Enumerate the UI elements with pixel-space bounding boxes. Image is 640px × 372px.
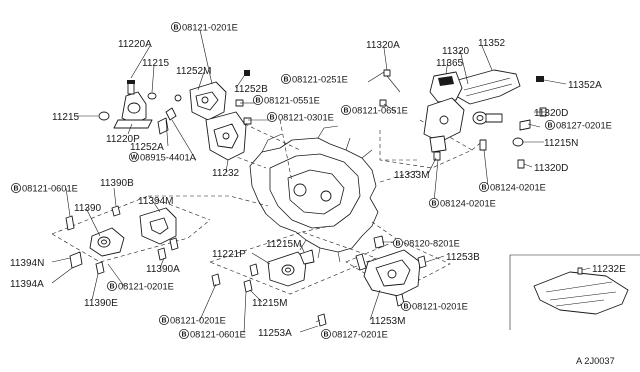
- rear-mount-assembly: [379, 69, 547, 169]
- svg-text:B: B: [173, 25, 178, 32]
- fastener-code-08121-0201E-top: B 08121-0201E: [170, 21, 238, 33]
- label-11320A: 11320A: [366, 40, 400, 51]
- label-11252B: 11252B: [234, 84, 268, 95]
- label-11394M: 11394M: [138, 196, 173, 207]
- label-11232: 11232: [212, 168, 240, 179]
- label-11215-left: 11215: [52, 112, 80, 123]
- label-11252M: 11252M: [176, 66, 211, 77]
- svg-text:W: W: [131, 155, 138, 162]
- svg-text:B: B: [109, 284, 114, 291]
- svg-text:B: B: [283, 77, 288, 84]
- svg-text:08121-0251E: 08121-0251E: [292, 75, 348, 85]
- label-11221P: 11221P: [212, 249, 246, 260]
- fastener-code-08127-0201E-upper: B 08127-0201E: [545, 120, 612, 131]
- svg-text:08124-0201E: 08124-0201E: [440, 199, 496, 209]
- fastener-code-08121-0251E: B 08121-0251E: [280, 74, 348, 85]
- svg-text:08120-8201E: 08120-8201E: [404, 239, 460, 249]
- label-11333M: 11333M: [394, 170, 429, 181]
- label-11390A: 11390A: [146, 264, 180, 275]
- leader-lines: [51, 29, 591, 334]
- svg-text:08915-4401A: 08915-4401A: [140, 153, 197, 163]
- fastener-codes: B 08121-0201E B 08121-0551E B 08121-0301…: [10, 21, 612, 340]
- label-11253M: 11253M: [370, 316, 405, 327]
- fastener-code-08124-0201E-right: B 08124-0201E: [478, 181, 546, 193]
- label-11253B: 11253B: [446, 252, 480, 263]
- label-11220P: 11220P: [106, 134, 140, 145]
- svg-text:B: B: [323, 332, 328, 339]
- fastener-code-08127-0201E-bottom: B 08127-0201E: [320, 328, 388, 340]
- svg-text:B: B: [431, 201, 436, 208]
- fastener-code-08915-4401A: W 08915-4401A: [128, 151, 197, 163]
- label-11390E: 11390E: [84, 298, 118, 309]
- svg-text:08121-0201E: 08121-0201E: [182, 23, 238, 33]
- label-11365: 11365: [436, 58, 464, 69]
- svg-text:B: B: [395, 241, 400, 248]
- left-mount-assembly: [65, 205, 179, 275]
- svg-text:B: B: [481, 185, 486, 192]
- svg-text:B: B: [181, 332, 186, 339]
- inset-detail: [509, 254, 640, 330]
- fastener-code-08121-0301E: B 08121-0301E: [266, 112, 334, 123]
- label-11252A: 11252A: [130, 142, 164, 153]
- label-11394N: 11394N: [10, 258, 44, 269]
- label-11232E: 11232E: [592, 264, 626, 275]
- fastener-code-08121-0551E: B 08121-0551E: [252, 95, 320, 106]
- svg-text:08121-0201E: 08121-0201E: [412, 302, 468, 312]
- svg-text:08121-0651E: 08121-0651E: [352, 106, 408, 116]
- label-11215-upper: 11215: [142, 58, 170, 69]
- svg-text:B: B: [403, 304, 408, 311]
- fastener-code-08120-8201E: B 08120-8201E: [392, 237, 460, 249]
- label-11320: 11320: [442, 46, 470, 57]
- fastener-code-08121-0651E: B 08121-0651E: [340, 105, 408, 116]
- svg-text:B: B: [547, 123, 552, 130]
- label-11253A: 11253A: [258, 328, 292, 339]
- svg-text:B: B: [343, 108, 348, 115]
- svg-text:B: B: [161, 318, 166, 325]
- lower-mount-right: [317, 235, 427, 327]
- label-11320D-lower: 11320D: [534, 163, 568, 174]
- svg-text:08121-0201E: 08121-0201E: [118, 282, 174, 292]
- svg-text:08127-0201E: 08127-0201E: [332, 330, 388, 340]
- fastener-code-08121-0201E-right-mount: B 08121-0201E: [400, 300, 468, 312]
- fastener-code-08121-0201E-bottom: B 08121-0201E: [158, 314, 226, 326]
- svg-text:08121-0301E: 08121-0301E: [278, 113, 334, 123]
- svg-text:08121-0601E: 08121-0601E: [22, 184, 78, 194]
- svg-text:08121-0551E: 08121-0551E: [264, 96, 320, 106]
- svg-text:B: B: [269, 115, 274, 122]
- label-11215M-upper: 11215M: [266, 239, 301, 250]
- fastener-code-08121-0201E-left-mount: B 08121-0201E: [107, 280, 174, 292]
- fastener-code-08121-0601E-bottom: B 08121-0601E: [178, 328, 246, 340]
- label-11215N: 11215N: [544, 138, 578, 149]
- svg-text:08127-0201E: 08127-0201E: [556, 121, 612, 131]
- label-11352A: 11352A: [568, 80, 602, 91]
- label-11390B: 11390B: [100, 178, 134, 189]
- svg-text:B: B: [255, 98, 260, 105]
- label-11352: 11352: [478, 38, 506, 49]
- engine-mount-bracket: [157, 70, 252, 161]
- svg-text:08121-0601E: 08121-0601E: [190, 330, 246, 340]
- diagram-reference-code: A 2J0037: [576, 356, 615, 366]
- engine-block: [249, 125, 379, 263]
- part-labels: 11220A 11215 11215 11220P 11252M 11252B …: [10, 38, 626, 339]
- fastener-code-08121-0601E-left: B 08121-0601E: [10, 182, 78, 194]
- front-mount-left: [98, 80, 157, 129]
- lower-mount-center: [211, 249, 315, 293]
- label-11320D-upper: 11320D: [534, 108, 568, 119]
- svg-text:08121-0201E: 08121-0201E: [170, 316, 226, 326]
- svg-text:B: B: [13, 186, 18, 193]
- svg-text:08124-0201E: 08124-0201E: [490, 183, 546, 193]
- label-11215M-lower: 11215M: [252, 298, 287, 309]
- label-11390: 11390: [74, 203, 102, 214]
- label-11220A: 11220A: [118, 39, 152, 50]
- fastener-code-08124-0201E-lower: B 08124-0201E: [428, 197, 496, 209]
- label-11394A: 11394A: [10, 279, 44, 290]
